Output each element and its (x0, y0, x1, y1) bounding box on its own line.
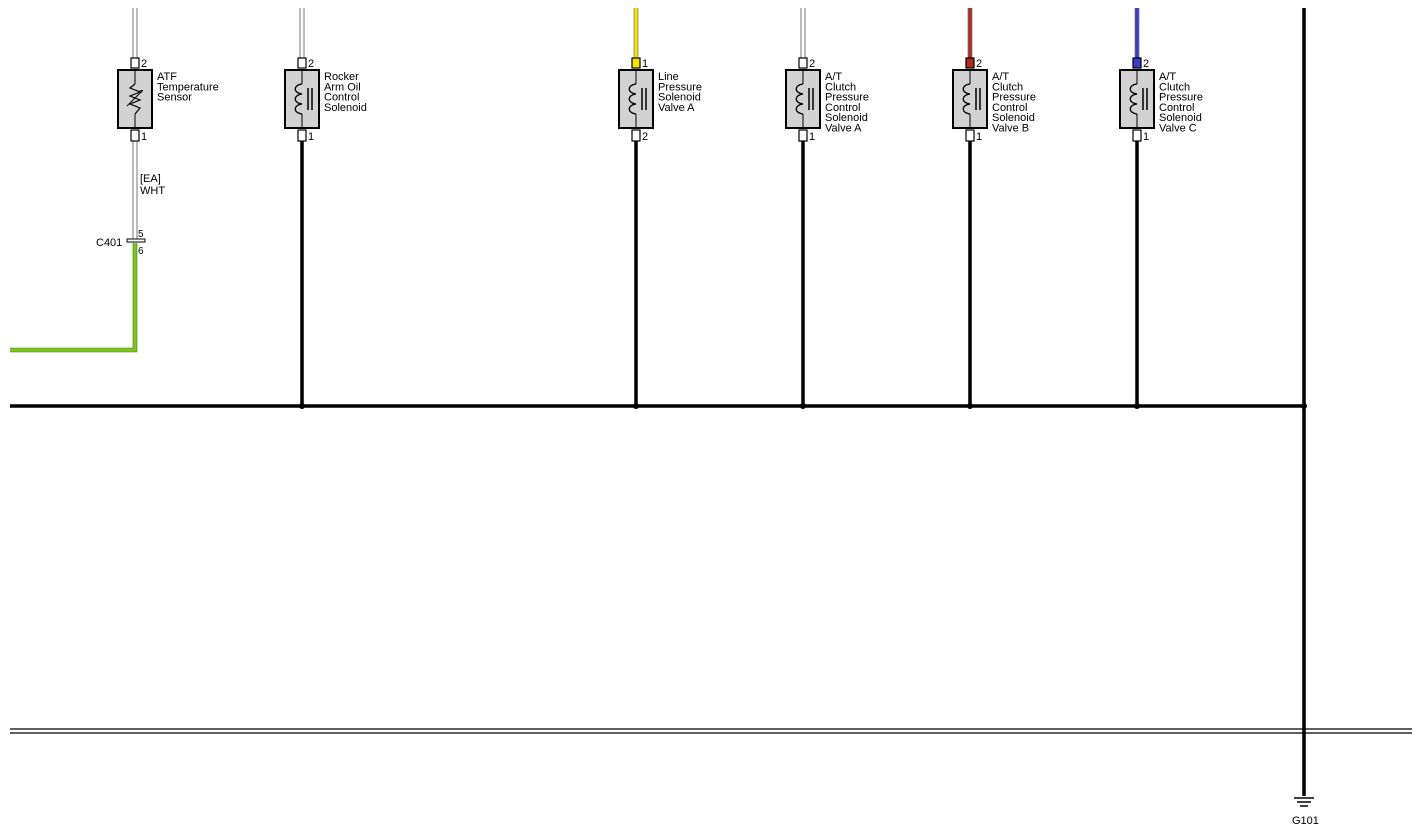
rocker-supply-wire (299, 8, 305, 58)
junction-dot (1134, 403, 1140, 409)
ground-symbol-icon (1294, 797, 1314, 807)
clutch-c-top-pin-label: 2 (1143, 58, 1149, 70)
solenoid-coil-icon (628, 83, 647, 115)
line-pressure-a-bottom-terminal (631, 129, 641, 142)
rocker-bottom-pin-label: 1 (308, 131, 314, 143)
clutch-a-supply-wire (800, 8, 806, 58)
connector-name: C401 (96, 237, 122, 249)
rocker-bottom-terminal (297, 129, 307, 142)
clutch-b-bottom-pin-label: 1 (976, 131, 982, 143)
wire-id-label: [EA] (140, 173, 161, 185)
wire-color-label: WHT (140, 185, 165, 197)
clutch-a-top-terminal (798, 57, 808, 69)
junction-dot (299, 403, 305, 409)
atf-temp-bottom-pin-label: 1 (141, 131, 147, 143)
clutch-c-bottom-terminal (1132, 129, 1142, 142)
atf-temp-supply-wire (132, 8, 138, 58)
junction-dot (967, 403, 973, 409)
solenoid-coil-icon (795, 83, 814, 115)
clutch-b-top-terminal (965, 57, 975, 69)
rocker-top-terminal (297, 57, 307, 69)
line-pressure-a-bottom-pin-label: 2 (642, 131, 648, 143)
ground-label: G101 (1292, 815, 1319, 827)
connector-pin-bottom: 6 (138, 246, 144, 257)
solenoid-coil-icon (962, 83, 981, 115)
atf-temp-bottom-terminal (130, 129, 140, 142)
connector-pin-top: 5 (138, 229, 144, 240)
clutch-a-top-pin-label: 2 (809, 58, 815, 70)
solenoid-coil-icon (1129, 83, 1148, 115)
rocker-top-pin-label: 2 (308, 58, 314, 70)
atf-temp-top-pin-label: 2 (141, 58, 147, 70)
green-signal-wire (10, 243, 138, 353)
junction-dot (1301, 403, 1307, 409)
line-pressure-a-top-terminal (631, 57, 641, 69)
clutch-a-bottom-pin-label: 1 (809, 131, 815, 143)
clutch-b-top-pin-label: 2 (976, 58, 982, 70)
clutch-c-bottom-pin-label: 1 (1143, 131, 1149, 143)
line-pressure-a-top-pin-label: 1 (642, 58, 648, 70)
atf-sensor-signal-wire (132, 140, 138, 240)
connector-c401-icon (126, 238, 146, 243)
thermistor-icon (126, 83, 144, 115)
clutch-b-bottom-terminal (965, 129, 975, 142)
junction-dot (800, 403, 806, 409)
atf-temp-top-terminal (130, 57, 140, 69)
solenoid-coil-icon (294, 83, 313, 115)
junction-dot (633, 403, 639, 409)
clutch-c-top-terminal (1132, 57, 1142, 69)
clutch-a-bottom-terminal (798, 129, 808, 142)
